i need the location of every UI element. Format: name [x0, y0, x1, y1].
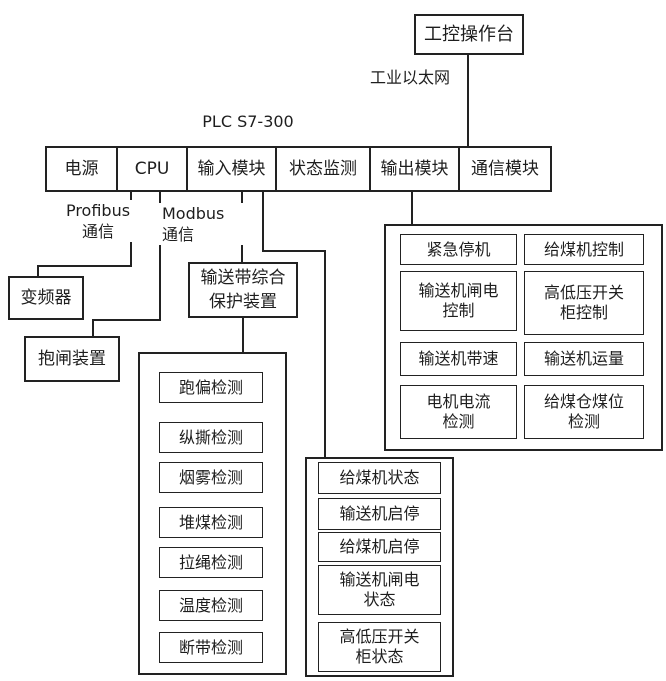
- detection-item-coal-pile: 堆煤检测: [159, 507, 263, 538]
- status-group-frame: [305, 457, 454, 677]
- modbus-label: Modbus 通信: [152, 203, 262, 245]
- plc-module-output: 输出模块: [369, 146, 460, 192]
- detection-item-deviation: 跑偏检测: [159, 372, 263, 403]
- plc-module-comm: 通信模块: [458, 146, 552, 192]
- output-item-switchgear-control: 高低压开关 柜控制: [524, 271, 644, 335]
- output-group-frame: [384, 224, 663, 451]
- detection-item-belt-break: 断带检测: [159, 632, 263, 663]
- status-item-conveyor-start-stop: 输送机启停: [318, 498, 441, 530]
- profibus-label: Profibus 通信: [48, 200, 148, 242]
- status-item-feeder-start-stop: 给煤机启停: [318, 532, 441, 562]
- output-item-motor-current: 电机电流 检测: [400, 385, 517, 439]
- plc-module-status-monitor: 状态监测: [275, 146, 371, 192]
- conveyor-protection-box: 输送带综合 保护装置: [188, 262, 298, 318]
- control-station-box: 工控操作台: [414, 14, 524, 55]
- detection-item-temperature: 温度检测: [159, 590, 263, 621]
- status-item-switchgear-state: 高低压开关 柜状态: [318, 622, 441, 672]
- output-item-coal-bunker-level: 给煤仓煤位 检测: [524, 385, 644, 439]
- detection-item-pull-rope: 拉绳检测: [159, 547, 263, 578]
- output-item-conveyor-brake-control: 输送机闸电 控制: [400, 271, 517, 331]
- detection-group-frame: [138, 352, 287, 675]
- detection-item-smoke: 烟雾检测: [159, 462, 263, 493]
- status-item-conveyor-brake-state: 输送机闸电 状态: [318, 565, 441, 615]
- brake-device-box: 抱闸装置: [24, 336, 120, 382]
- plc-module-cpu: CPU: [116, 146, 188, 192]
- output-item-emergency-stop: 紧急停机: [400, 234, 517, 265]
- output-item-belt-speed: 输送机带速: [400, 342, 517, 376]
- detection-item-tear: 纵撕检测: [159, 422, 263, 453]
- modbus-line: [92, 192, 161, 336]
- ethernet-label: 工业以太网: [369, 68, 450, 87]
- inverter-box: 变频器: [8, 276, 84, 320]
- output-item-feeder-control: 给煤机控制: [524, 234, 644, 265]
- output-item-conveyor-volume: 输送机运量: [524, 342, 644, 376]
- plc-module-input: 输入模块: [186, 146, 277, 192]
- status-item-feeder-state: 给煤机状态: [318, 462, 441, 494]
- plc-module-power: 电源: [45, 146, 118, 192]
- plc-label: PLC S7-300: [202, 112, 294, 131]
- input-to-status-line: [262, 192, 326, 457]
